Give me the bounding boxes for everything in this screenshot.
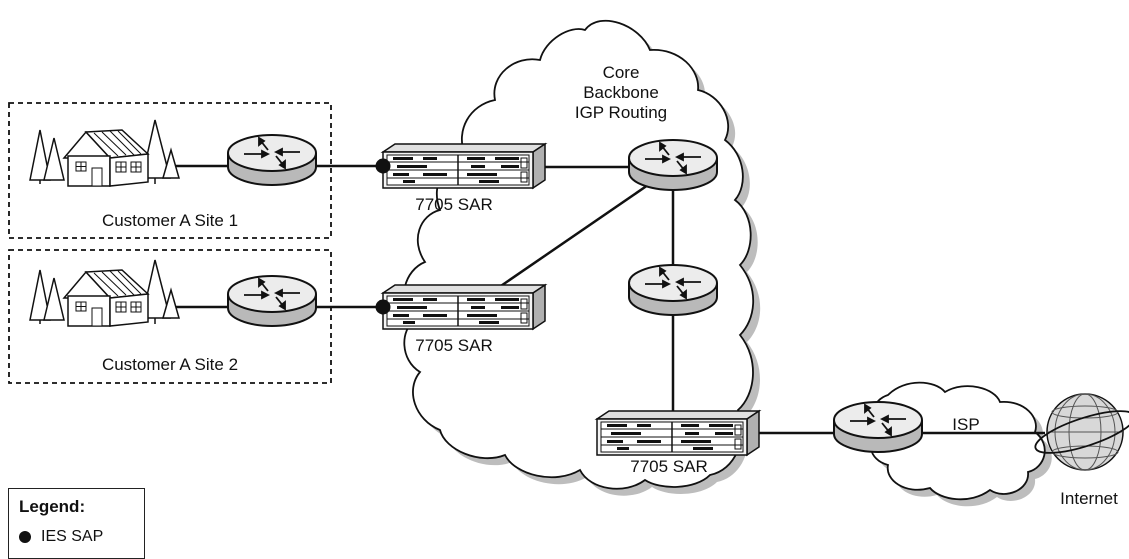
ies-sap-dot-site-1 xyxy=(375,158,391,174)
isp-router-icon xyxy=(833,401,923,453)
sar-3-chassis-icon xyxy=(596,410,760,456)
legend: Legend: IES SAP xyxy=(8,488,145,559)
sar-2-chassis-icon xyxy=(382,284,546,330)
internet-label: Internet xyxy=(1060,489,1118,508)
customer-site-2-house-icon xyxy=(29,259,180,327)
ce-router-site-1-icon xyxy=(227,134,317,186)
sar-2-label: 7705 SAR xyxy=(415,336,493,355)
sar-3-label: 7705 SAR xyxy=(630,457,708,476)
site-1-label: Customer A Site 1 xyxy=(102,211,238,230)
site-1-boundary xyxy=(8,102,332,239)
ce-router-site-2-icon xyxy=(227,275,317,327)
site-2-label: Customer A Site 2 xyxy=(102,355,238,374)
filled-circle-icon xyxy=(19,531,31,543)
internet-globe-icon xyxy=(1034,393,1129,471)
site-2-boundary xyxy=(8,249,332,384)
cloud-core-line1: Core xyxy=(603,63,640,82)
core-router-middle-icon xyxy=(628,264,718,316)
sar-1-chassis-icon xyxy=(382,143,546,189)
legend-item-label: IES SAP xyxy=(41,528,104,545)
customer-site-1-house-icon xyxy=(29,119,180,187)
cloud-core-line3: IGP Routing xyxy=(575,103,667,122)
ies-sap-dot-site-2 xyxy=(375,299,391,315)
cloud-core-line2: Backbone xyxy=(583,83,659,102)
core-router-top-icon xyxy=(628,139,718,191)
isp-label: ISP xyxy=(952,415,979,434)
legend-item-ies-sap: IES SAP xyxy=(19,528,103,546)
sar-1-label: 7705 SAR xyxy=(415,195,493,214)
legend-title: Legend: xyxy=(19,497,86,516)
